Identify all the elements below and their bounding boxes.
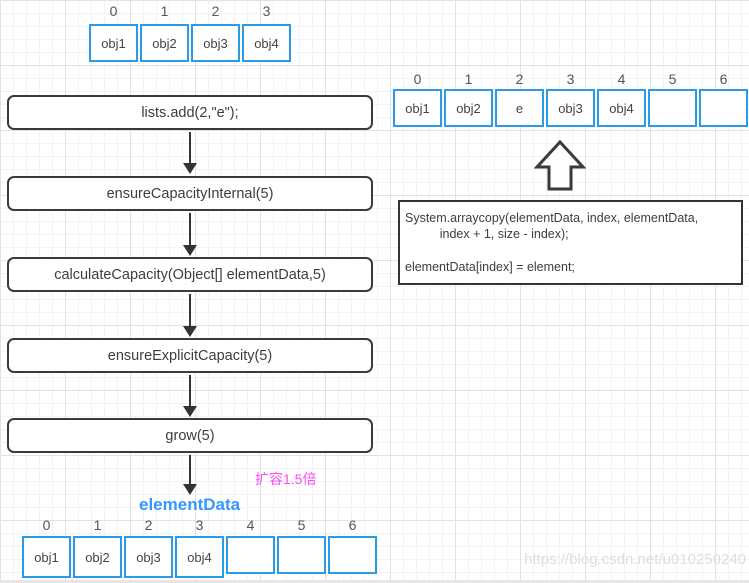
flow-step-lists-add: lists.add(2,"e"); [7, 95, 373, 130]
index-label: 3 [566, 71, 575, 87]
index-label: 0 [109, 3, 118, 19]
element-data-label: elementData [139, 495, 241, 514]
array-cell: obj4 [242, 24, 291, 62]
top-right-array: obj1 obj2 e obj3 obj4 [393, 89, 748, 127]
array-cell: obj3 [191, 24, 240, 62]
array-cell [328, 536, 377, 574]
array-cell: obj2 [140, 24, 189, 62]
top-right-array-indices: 0 1 2 3 4 5 6 [393, 71, 748, 87]
index-label: 3 [195, 517, 204, 533]
arraycopy-code-box: System.arraycopy(elementData, index, ele… [398, 200, 743, 285]
index-label: 4 [246, 517, 255, 533]
index-label: 2 [144, 517, 153, 533]
index-label: 0 [42, 517, 51, 533]
array-cell [277, 536, 326, 574]
down-arrow-icon [183, 375, 197, 417]
down-arrow-icon [183, 294, 197, 337]
index-label: 5 [668, 71, 677, 87]
expand-ratio-note: 扩容1.5倍 [255, 471, 317, 487]
bottom-edge-strip [0, 580, 749, 583]
arrow-head [183, 484, 197, 495]
block-arrow-up-icon [533, 139, 587, 197]
index-label: 1 [464, 71, 473, 87]
array-cell: obj1 [393, 89, 442, 127]
array-cell: obj1 [22, 536, 71, 578]
index-label: 4 [617, 71, 626, 87]
bottom-array-indices: 0 1 2 3 4 5 6 [22, 517, 377, 533]
array-cell: obj2 [73, 536, 122, 578]
array-cell: obj4 [597, 89, 646, 127]
array-cell: e [495, 89, 544, 127]
array-cell: obj1 [89, 24, 138, 62]
index-label: 1 [93, 517, 102, 533]
arrow-line [189, 375, 191, 406]
arrow-head [183, 245, 197, 256]
arrow-line [189, 455, 191, 484]
index-label: 1 [160, 3, 169, 19]
top-left-array: obj1 obj2 obj3 obj4 [89, 24, 291, 62]
flow-step-ensure-capacity-internal: ensureCapacityInternal(5) [7, 176, 373, 211]
index-label: 0 [413, 71, 422, 87]
down-arrow-icon [183, 213, 197, 256]
array-cell [699, 89, 748, 127]
arrow-head [183, 163, 197, 174]
arrow-head [183, 326, 197, 337]
array-cell [226, 536, 275, 574]
array-cell: obj3 [124, 536, 173, 578]
top-left-array-indices: 0 1 2 3 [89, 3, 291, 19]
arrow-head [183, 406, 197, 417]
index-label: 2 [515, 71, 524, 87]
index-label: 6 [348, 517, 357, 533]
down-arrow-icon [183, 455, 197, 495]
array-cell: obj2 [444, 89, 493, 127]
flow-step-grow: grow(5) [7, 418, 373, 453]
watermark-url: https://blog.csdn.net/u010250240 [524, 551, 746, 568]
arrow-line [189, 132, 191, 163]
index-label: 5 [297, 517, 306, 533]
array-cell: obj3 [546, 89, 595, 127]
arrow-line [189, 213, 191, 245]
index-label: 6 [719, 71, 728, 87]
flow-step-calculate-capacity: calculateCapacity(Object[] elementData,5… [7, 257, 373, 292]
flow-step-ensure-explicit-capacity: ensureExplicitCapacity(5) [7, 338, 373, 373]
array-cell: obj4 [175, 536, 224, 578]
index-label: 3 [262, 3, 271, 19]
arrow-line [189, 294, 191, 326]
bottom-array: obj1 obj2 obj3 obj4 [22, 536, 377, 578]
index-label: 2 [211, 3, 220, 19]
down-arrow-icon [183, 132, 197, 174]
array-cell [648, 89, 697, 127]
